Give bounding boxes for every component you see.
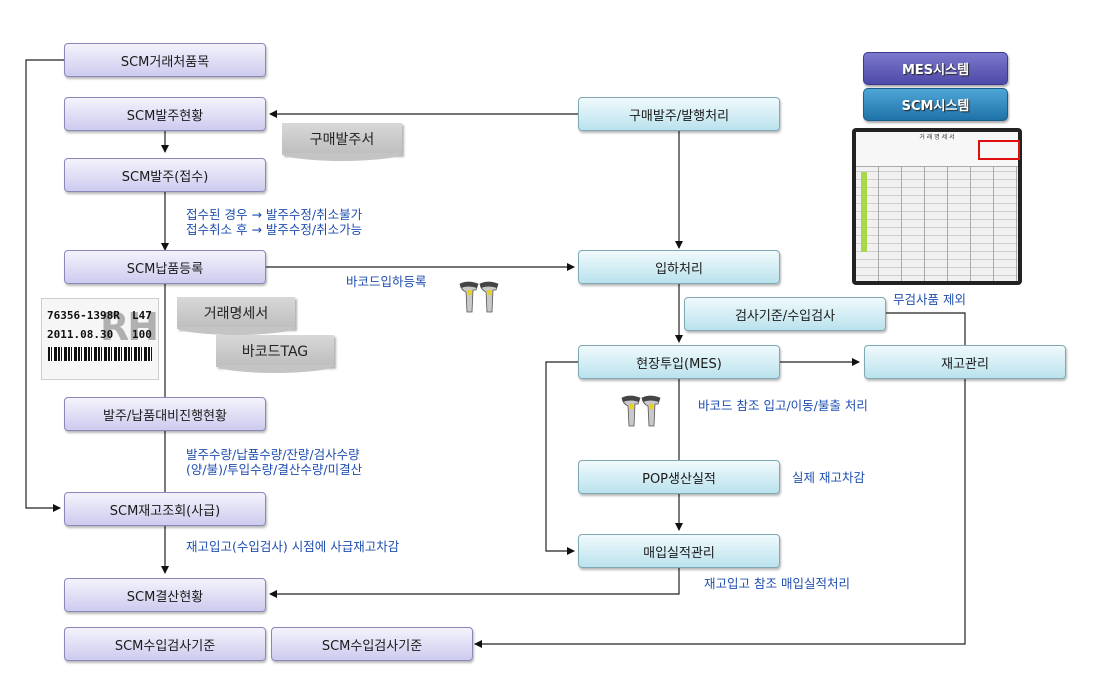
note-line: 접수된 경우 → 발주수정/취소불가 <box>186 207 363 222</box>
node-scm-po-receipt: SCM발주(접수) <box>64 158 266 192</box>
node-label: 발주/납품대비진행현황 <box>103 408 227 424</box>
node-purchase-result-management: 매입실적관리 <box>578 534 780 568</box>
node-field-input-mes: 현장투입(MES) <box>578 345 780 379</box>
node-label: SCM수입검사기준 <box>114 638 216 654</box>
node-scm-inspection-standard-2: SCM수입검사기준 <box>271 627 473 661</box>
label-date: 2011.08.30 <box>47 328 114 341</box>
barcode-label-image: RH 76356-1398R L47 2011.08.30 100 <box>41 298 159 380</box>
note-line: 발주수량/납품수량/잔량/검사수량 <box>186 447 360 462</box>
note-stock-deduction: 재고입고(수입검사) 시점에 사급재고차감 <box>186 539 400 554</box>
barcode-scanner-icon <box>621 395 661 427</box>
screenshot-title: 거 래 명 세 서 <box>919 134 955 141</box>
node-scm-stock-inquiry: SCM재고조회(사급) <box>64 492 266 526</box>
screenshot-content: 거 래 명 세 서 <box>856 132 1020 281</box>
node-label: SCM발주현황 <box>126 108 204 124</box>
node-label: SCM거래처품목 <box>120 54 210 70</box>
note-progress-fields: 발주수량/납품수량/잔량/검사수량 (양/불)/투입수량/결산수량/미결산 <box>186 447 362 477</box>
legend-label: MES시스템 <box>901 63 970 78</box>
node-scm-partner-items: SCM거래처품목 <box>64 43 266 77</box>
note-line: 접수취소 후 → 발주수정/취소가능 <box>186 222 363 237</box>
doc-label: 구매발주서 <box>309 132 375 148</box>
note-exclude-uninspected: 무검사품 제외 <box>893 292 966 307</box>
doc-transaction-statement: 거래명세서 <box>177 297 295 335</box>
screenshot-grid <box>856 166 1018 281</box>
node-label: 검사기준/수입검사 <box>734 308 836 324</box>
node-scm-inspection-standard-1: SCM수입검사기준 <box>64 627 266 661</box>
node-inspection: 검사기준/수입검사 <box>684 297 886 331</box>
barcode-icon <box>48 347 152 361</box>
node-receiving: 입하처리 <box>578 250 780 284</box>
barcode-scanner-icon <box>459 281 499 313</box>
node-scm-delivery-registration: SCM납품등록 <box>64 250 266 284</box>
note-barcode-receiving: 바코드입하등록 <box>346 274 427 289</box>
node-inventory-management: 재고관리 <box>864 345 1066 379</box>
legend-label: SCM시스템 <box>901 99 970 114</box>
node-label: 매입실적관리 <box>643 545 715 561</box>
note-actual-deduction: 실제 재고차감 <box>792 470 865 485</box>
line-partner-to-stock <box>25 59 64 512</box>
screenshot-highlight-box <box>978 140 1020 160</box>
node-purchase-order-issue: 구매발주/발행처리 <box>578 97 780 131</box>
node-label: SCM결산현황 <box>126 589 204 605</box>
node-label: 현장투입(MES) <box>636 356 722 372</box>
doc-label: 거래명세서 <box>203 306 269 322</box>
node-progress-status: 발주/납품대비진행현황 <box>64 397 266 431</box>
line-purchase-to-settlement <box>269 568 680 598</box>
legend-scm-system: SCM시스템 <box>863 88 1008 121</box>
node-scm-po-status: SCM발주현황 <box>64 97 266 131</box>
node-label: 재고관리 <box>941 356 989 372</box>
node-label: POP생산실적 <box>642 471 716 487</box>
node-label: SCM수입검사기준 <box>321 638 423 654</box>
label-part-number: 76356-1398R <box>47 309 120 322</box>
node-pop-production-result: POP생산실적 <box>578 460 780 494</box>
label-watermark: RH <box>100 305 159 349</box>
screenshot-header: 거 래 명 세 서 <box>856 132 1018 167</box>
node-label: 입하처리 <box>655 261 703 277</box>
label-side: L47 <box>132 309 152 322</box>
line-field-loop-to-purchase <box>545 361 578 555</box>
node-scm-settlement-status: SCM결산현황 <box>64 578 266 612</box>
node-label: SCM발주(접수) <box>121 169 209 185</box>
node-label: SCM납품등록 <box>126 261 204 277</box>
line-inspection-to-std <box>474 312 966 648</box>
node-label: 구매발주/발행처리 <box>628 108 730 124</box>
node-label: SCM재고조회(사급) <box>109 503 221 519</box>
label-quantity: 100 <box>132 328 152 341</box>
doc-label: 바코드TAG <box>241 344 309 360</box>
note-line: (양/불)/투입수량/결산수량/미결산 <box>186 462 363 477</box>
doc-purchase-order: 구매발주서 <box>282 123 402 161</box>
note-barcode-reference: 바코드 참조 입고/이동/불출 처리 <box>698 398 868 413</box>
note-purchase-reference: 재고입고 참조 매입실적처리 <box>704 576 850 591</box>
screenshot-highlight-column <box>861 172 867 252</box>
doc-barcode-tag: 바코드TAG <box>216 335 334 373</box>
note-receipt-rules: 접수된 경우 → 발주수정/취소불가 접수취소 후 → 발주수정/취소가능 <box>186 207 362 237</box>
legend-mes-system: MES시스템 <box>863 52 1008 85</box>
transaction-statement-screenshot: 거 래 명 세 서 <box>852 128 1022 285</box>
